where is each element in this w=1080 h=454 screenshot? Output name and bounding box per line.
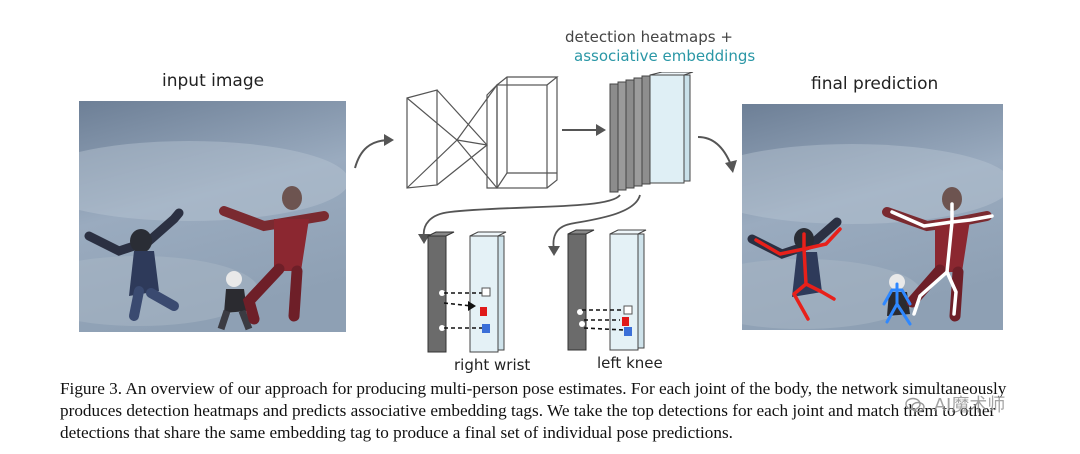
skydivers-scene [79,101,346,332]
final-photo [742,104,1003,330]
skydiver-left [84,208,184,321]
input-image-label: input image [162,71,265,91]
skydivers-scene-with-skeletons [742,104,1003,330]
left-knee-label: left knee [597,354,663,372]
arrows-to-detail [418,194,641,256]
right-wrist-label: right wrist [454,356,531,374]
arrow-stack-to-final [697,136,737,173]
arrow-network-to-stack [562,124,606,136]
skydiver-right [219,186,329,325]
arrow-input-to-network [354,134,394,169]
final-prediction-label: final prediction [811,74,939,94]
watermark: AI魔术师 [905,391,1005,417]
skeleton-right-person [890,202,994,316]
skeleton-child [882,282,912,326]
skydiver-child [217,271,253,331]
figure-3: input image detection heatmaps + associa… [79,28,1003,374]
watermark-text: AI魔术师 [933,395,1006,416]
hourglass-network [406,76,559,189]
input-photo [79,101,346,332]
wechat-icon [905,397,925,413]
heatmaps-label: detection heatmaps + [565,28,733,46]
embeddings-label: associative embeddings [574,47,756,65]
heatmap-stack [609,72,694,193]
left-knee-maps [567,229,647,351]
figure-caption: Figure 3. An overview of our approach fo… [60,379,1007,442]
skeleton-left-person [754,227,842,321]
right-wrist-maps [427,231,507,353]
